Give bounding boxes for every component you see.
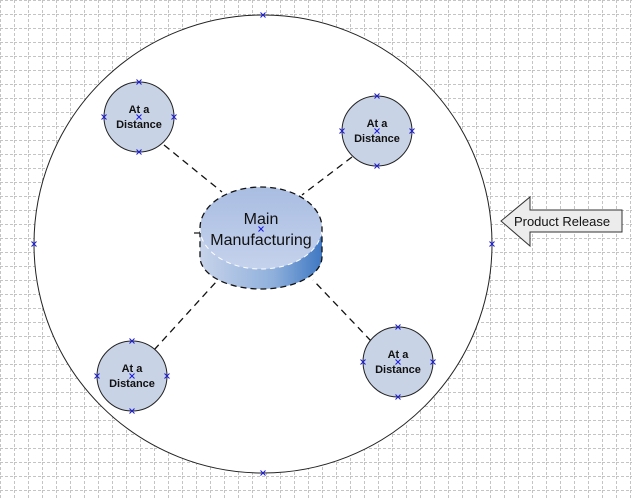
connector-top-right[interactable] [301,156,353,196]
hub-main-manufacturing[interactable]: Main Manufacturing [194,186,323,290]
connection-point-icon[interactable] [409,128,415,134]
satellite-label-line2: Distance [375,364,421,376]
connection-point-icon[interactable] [136,114,142,120]
connection-point-icon[interactable] [94,373,100,379]
hub-outline [199,186,323,290]
satellite-label-line2: Distance [354,133,400,145]
connection-point-icon[interactable] [430,359,436,365]
connection-point-icon[interactable] [339,128,345,134]
selection-handles [31,12,495,476]
connection-point-icon[interactable] [260,470,266,476]
connection-point-icon[interactable] [136,149,142,155]
connection-point-icon[interactable] [136,79,142,85]
connection-point-icon[interactable] [260,12,266,18]
connection-point-icon[interactable] [489,241,495,247]
connection-point-icon[interactable] [360,359,366,365]
connection-point-icon[interactable] [171,114,177,120]
connection-point-icon[interactable] [374,163,380,169]
connection-point-icon[interactable] [395,394,401,400]
connection-point-icon[interactable] [374,128,380,134]
satellite-label-line1: At a [367,118,389,130]
arrow-label: Product Release [514,214,610,229]
satellite-label-line1: At a [129,104,151,116]
connection-point-icon[interactable] [129,373,135,379]
connector-bottom-right[interactable] [312,279,372,342]
connection-point-icon[interactable] [395,324,401,330]
satellite-label-line2: Distance [116,119,162,131]
satellite-label-line1: At a [122,363,144,375]
connection-point-icon[interactable] [129,408,135,414]
connector-top-left[interactable] [163,144,223,193]
connection-point-icon[interactable] [31,241,37,247]
product-release-arrow[interactable]: Product Release [500,195,623,248]
satellite-label-line2: Distance [109,378,155,390]
hub-top [200,187,322,269]
connection-point-icon[interactable] [258,226,264,232]
hub-label-line1: Main [244,211,279,228]
connection-point-icon[interactable] [395,359,401,365]
connection-point-icon[interactable] [129,338,135,344]
arrow-shape [500,195,623,248]
connection-point-icon[interactable] [164,373,170,379]
connection-point-icon[interactable] [374,93,380,99]
connectors [153,144,372,351]
hub-rim [199,227,323,270]
connection-point-icon[interactable] [101,114,107,120]
hub-label-line2: Manufacturing [210,232,311,249]
connector-bottom-left[interactable] [153,281,217,351]
satellite-label-line1: At a [388,349,410,361]
